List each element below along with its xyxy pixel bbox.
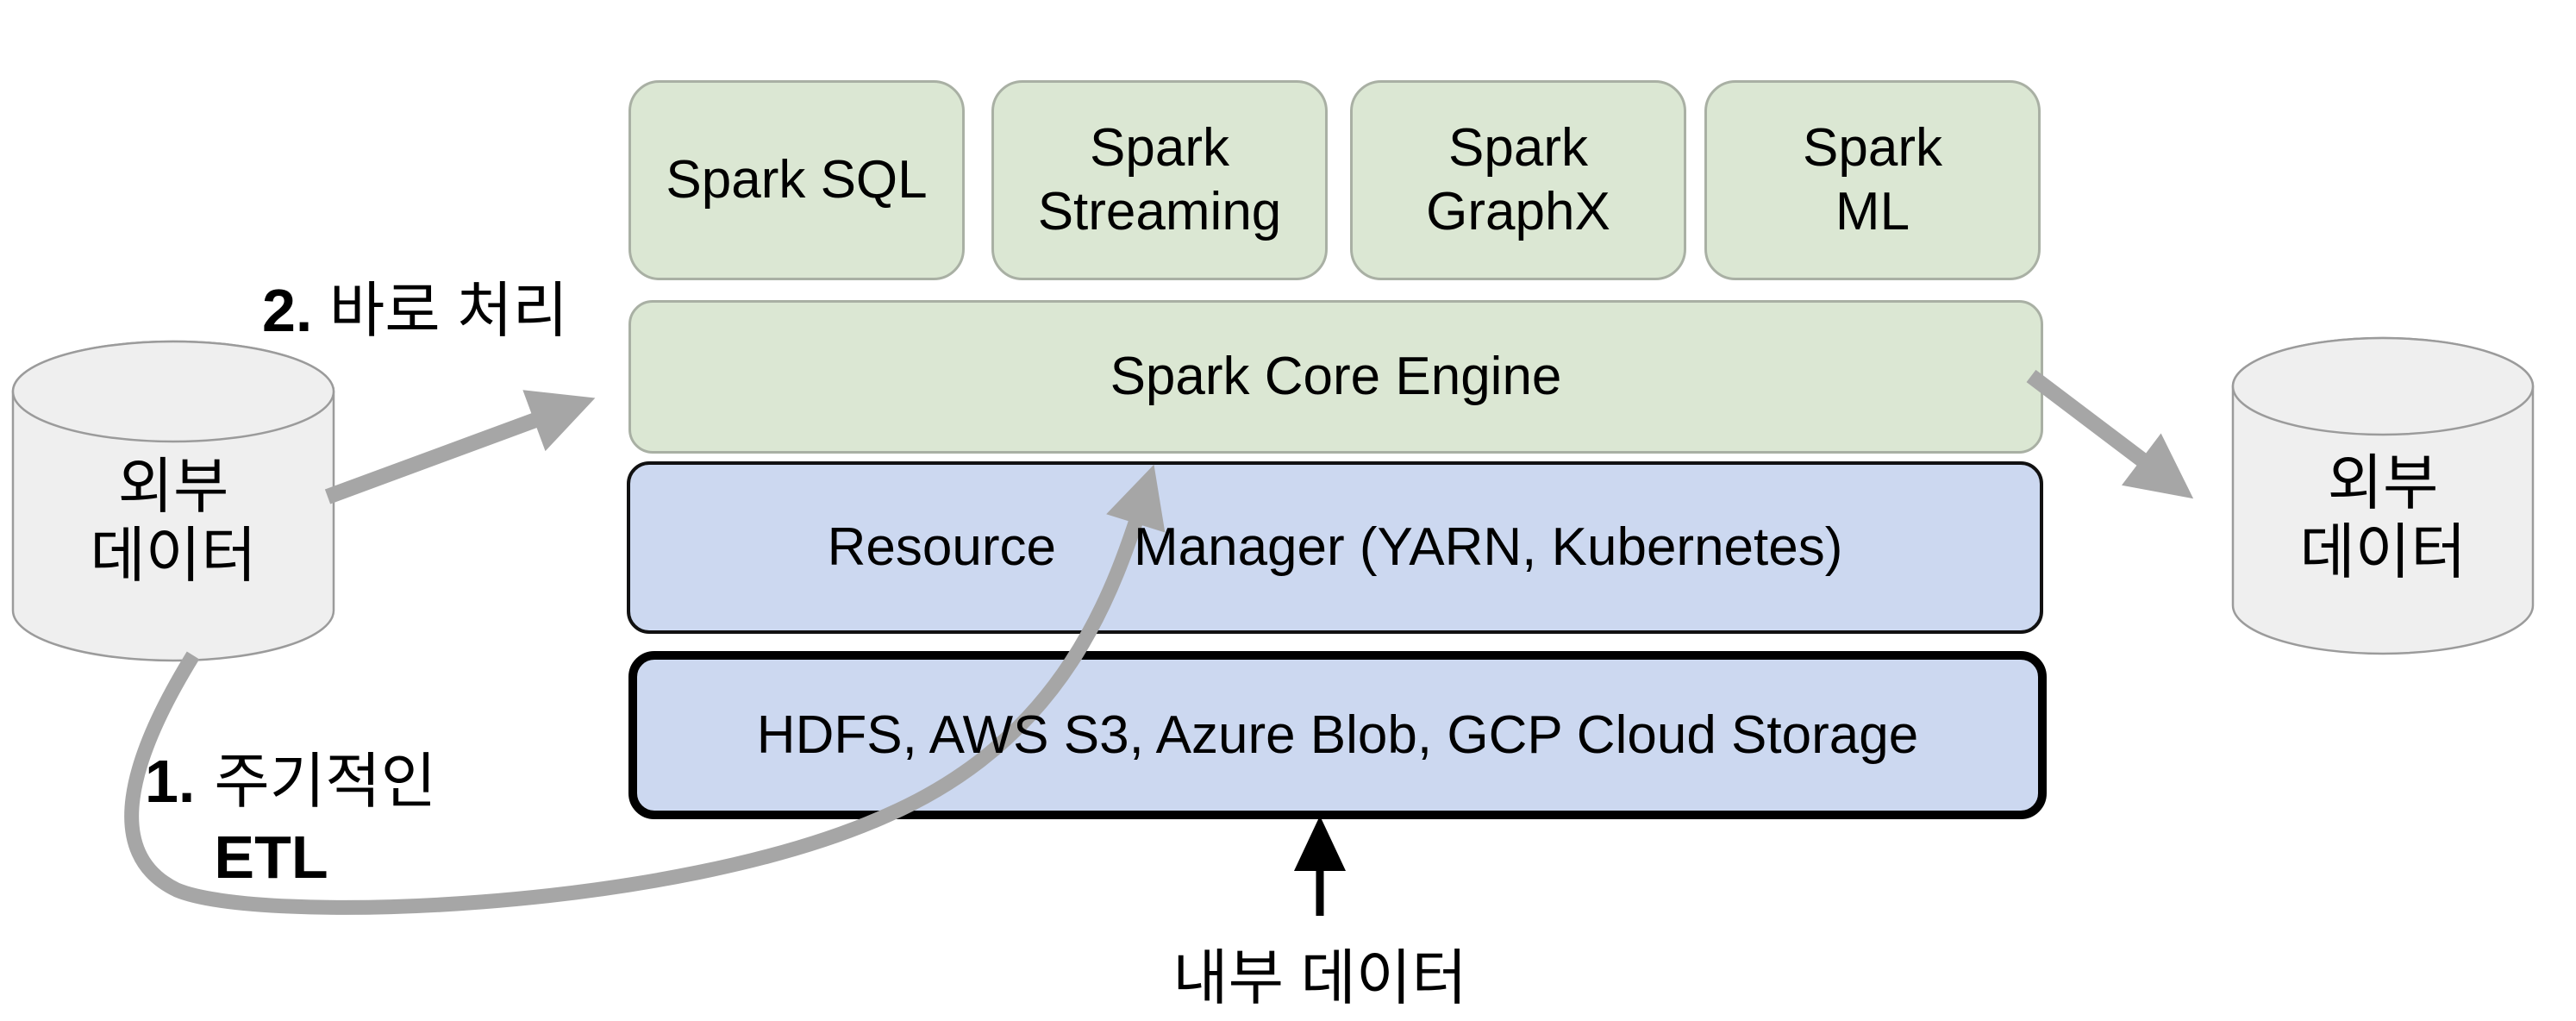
external-data-left-label: 외부 데이터 xyxy=(90,453,257,589)
box-storage: HDFS, AWS S3, Azure Blob, GCP Cloud Stor… xyxy=(628,651,2047,819)
box-spark-graphx: Spark GraphX xyxy=(1350,80,1686,280)
resource-manager-label-right: Manager (YARN, Kubernetes) xyxy=(1133,517,1843,577)
external-data-right-label: 외부 데이터 xyxy=(2299,449,2467,586)
box-resource-manager: Resource Manager (YARN, Kubernetes) xyxy=(627,461,2043,634)
core-to-external-arrow-icon xyxy=(2026,369,2194,499)
internal-data-arrow-icon xyxy=(1294,816,1346,916)
internal-data-label: 내부 데이터 xyxy=(1172,944,1467,1012)
annotation-step1: 1. 주기적인 ETL xyxy=(145,743,436,880)
box-spark-streaming-label: Spark Streaming xyxy=(1037,118,1282,241)
box-spark-sql-label: Spark SQL xyxy=(666,150,928,210)
external-data-cylinder-right-icon xyxy=(2231,336,2535,655)
annotation-step1-text: 주기적인 xyxy=(214,748,436,815)
box-spark-core-engine-label: Spark Core Engine xyxy=(1110,347,1562,406)
annotation-step1-lines: 주기적인 ETL xyxy=(214,743,436,880)
box-spark-graphx-label: Spark GraphX xyxy=(1426,118,1610,241)
annotation-step2: 2. 바로 처리 xyxy=(262,272,568,348)
resource-manager-label-left: Resource xyxy=(827,517,1056,577)
external-data-cylinder-left-icon xyxy=(11,340,335,662)
box-spark-core-engine: Spark Core Engine xyxy=(628,300,2043,454)
etl-curve-arrow-icon xyxy=(124,464,1166,915)
box-spark-streaming: Spark Streaming xyxy=(991,80,1328,280)
box-spark-ml-label: Spark ML xyxy=(1803,118,1942,241)
annotation-step1-number: 1. xyxy=(145,748,196,815)
annotation-step2-text: 바로 처리 xyxy=(328,277,568,344)
box-spark-sql: Spark SQL xyxy=(628,80,965,280)
annotation-step2-number: 2. xyxy=(262,277,313,344)
annotation-step1-etl: ETL xyxy=(214,824,328,880)
direct-process-arrow-icon xyxy=(324,390,596,504)
box-spark-ml: Spark ML xyxy=(1704,80,2041,280)
box-storage-label: HDFS, AWS S3, Azure Blob, GCP Cloud Stor… xyxy=(756,705,1919,765)
